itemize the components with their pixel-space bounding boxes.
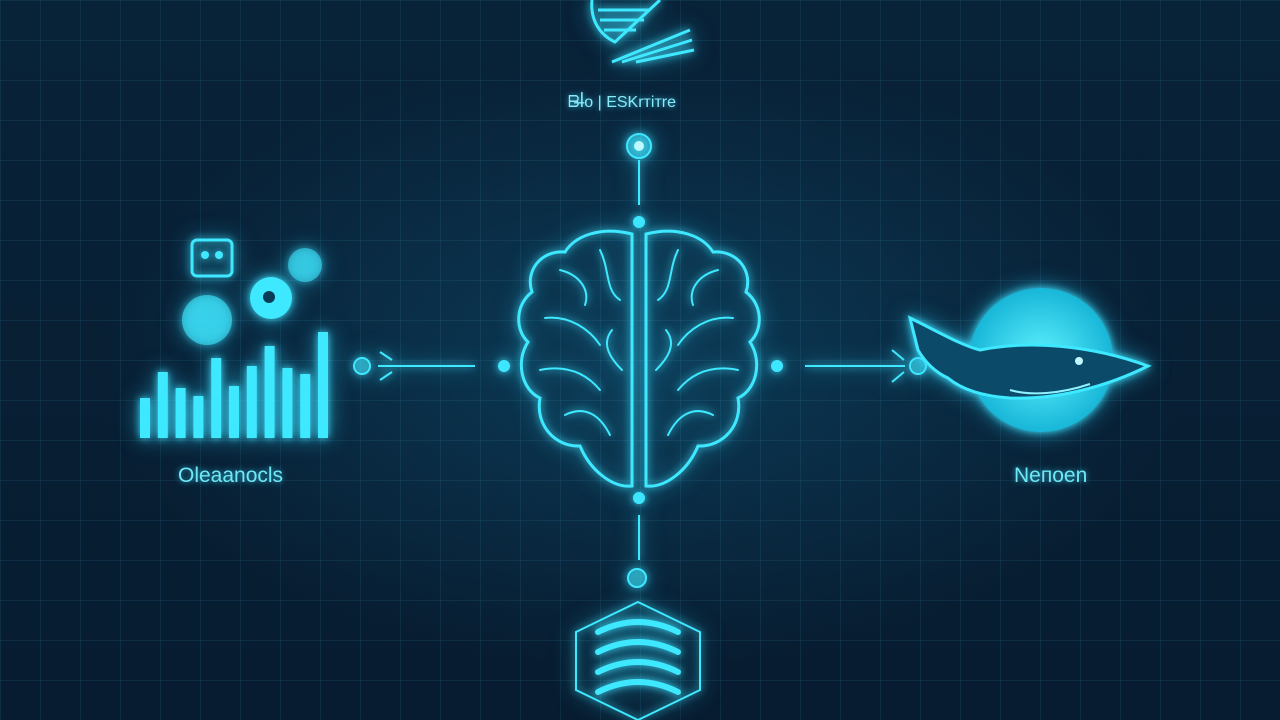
connector-bottom-node	[627, 568, 647, 588]
database-layer-1	[595, 619, 681, 635]
bar-1	[140, 398, 150, 438]
brain-fold-10	[667, 410, 714, 436]
brain-fold-11	[657, 249, 679, 301]
connector-left-branch	[379, 351, 393, 361]
connector-top-dot	[633, 216, 645, 228]
bubble-2-core	[263, 291, 275, 303]
bar-8	[264, 346, 275, 438]
bubble-3	[182, 295, 232, 345]
bar-5	[211, 358, 222, 438]
bar-chart-icon	[140, 332, 328, 438]
hand-fingers	[611, 28, 695, 64]
top-node-label: ᗷꟾ̶o | ЕЅKrтiтrе	[568, 94, 676, 111]
connector-left-node	[353, 357, 371, 375]
bar-3	[175, 388, 186, 438]
brain-fold-9	[677, 367, 739, 391]
connector-bottom-dot	[633, 492, 645, 504]
bar-4	[193, 396, 204, 438]
bar-6	[229, 386, 239, 438]
hand-outline	[590, 0, 662, 44]
right-node-label: Neпoen	[1014, 464, 1088, 487]
whale-belly-lines	[1009, 383, 1091, 395]
bar-11	[318, 332, 328, 438]
connector-top-node-core	[634, 141, 644, 151]
bubble-1	[288, 248, 322, 282]
brain-fold-6	[606, 329, 623, 371]
brain-fold-7	[690, 269, 719, 306]
brain-fold-1	[559, 269, 588, 306]
connector-left-branch-2	[379, 371, 393, 381]
bar-7	[246, 366, 257, 438]
database-hexagon	[575, 600, 701, 720]
hand-icon	[590, 0, 695, 64]
robot-eye-right	[215, 251, 223, 259]
database-layer-2	[595, 639, 681, 655]
brain-fold-5	[599, 249, 621, 301]
database-layer-3	[595, 659, 681, 675]
connector-right-branch	[891, 349, 905, 361]
whale-icon	[907, 288, 1152, 432]
connector-right-node	[909, 357, 927, 375]
left-node-label: Oleaanocls	[178, 464, 284, 487]
database-icon	[575, 600, 701, 720]
brain-icon	[517, 229, 761, 488]
robot-icon	[190, 238, 234, 278]
connector-right-branch-2	[891, 371, 905, 383]
robot-eye-left	[201, 251, 209, 259]
database-layer-4	[595, 679, 681, 695]
whale-body	[907, 315, 1152, 400]
bar-2	[157, 372, 168, 438]
brain-fold-3	[539, 367, 601, 391]
whale-eye	[1075, 357, 1083, 365]
connector-right-dot	[771, 360, 783, 372]
connector-left-dot	[498, 360, 510, 372]
connectors	[353, 133, 927, 588]
brain-right-hemisphere	[644, 229, 761, 488]
brain-fold-8	[677, 316, 734, 346]
brain-left-hemisphere	[517, 229, 634, 488]
brain-fold-4	[564, 410, 611, 436]
brain-fold-2	[544, 316, 601, 346]
bar-9	[282, 368, 293, 438]
brain-fold-12	[655, 329, 672, 371]
data-bubbles	[182, 238, 322, 345]
bar-10	[300, 374, 311, 438]
